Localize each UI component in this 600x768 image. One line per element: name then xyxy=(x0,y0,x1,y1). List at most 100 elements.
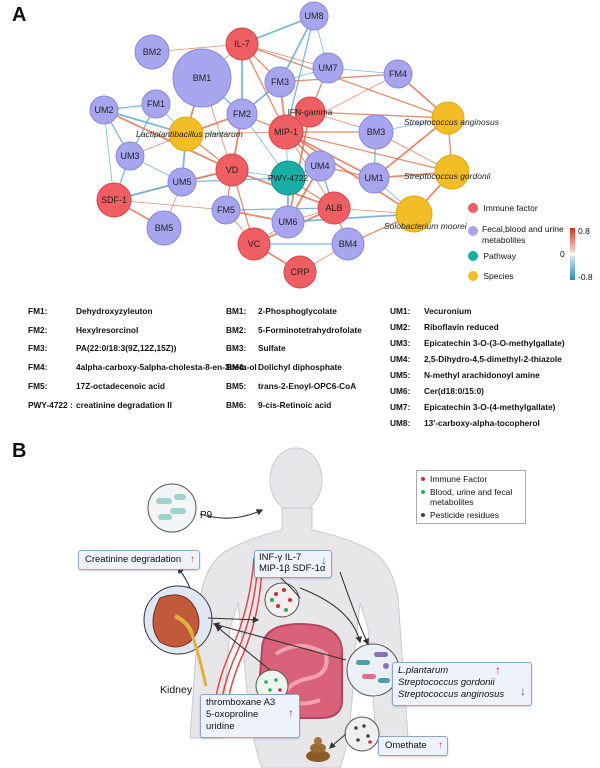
node-UM2: UM2 xyxy=(89,95,119,125)
node-label: BM1 xyxy=(193,73,212,83)
panel-b-letter: B xyxy=(12,440,27,462)
node-circle xyxy=(225,27,259,61)
abbreviation-key: BM3: xyxy=(226,343,247,354)
metabolite-item: thromboxane A3 xyxy=(206,697,276,708)
node-circle xyxy=(383,59,413,89)
abbreviation-value: Epicatechin 3-O-(3-O-methylgallate) xyxy=(424,338,565,348)
node-circle xyxy=(264,66,296,98)
abbreviation-row: FM5:17Z-octadecenoic acid xyxy=(28,381,165,391)
node-ALB: ALB xyxy=(317,191,351,225)
node-BM4: BM4 xyxy=(331,227,365,261)
node-circle xyxy=(168,116,204,152)
abbreviation-key: FM3: xyxy=(28,343,48,354)
abbreviation-row: BM1:2-Phosphoglycolate xyxy=(226,306,337,316)
abbreviation-value: creatinine degradation II xyxy=(76,399,172,410)
abbreviation-value: Riboflavin reduced xyxy=(424,322,499,332)
node-FM4: FM4 xyxy=(383,59,413,89)
abbreviation-value: PA(22:0/18:3(9Z,12Z,15Z)) xyxy=(76,343,177,354)
body-legend-pesticide: Pesticide residues xyxy=(421,510,521,520)
node-circle xyxy=(304,150,336,182)
node-label: FM5 xyxy=(217,205,235,215)
abbreviation-key: UM6: xyxy=(390,386,411,396)
node-circle xyxy=(115,141,145,171)
node-circle xyxy=(271,205,305,239)
legend-label-species: Species xyxy=(483,270,514,281)
node-BM2: BM2 xyxy=(134,34,170,70)
node-circle xyxy=(134,34,170,70)
abbreviation-key: UM7: xyxy=(390,402,411,412)
node-BM5: BM5 xyxy=(146,210,182,246)
down-arrow-icon: ↓ xyxy=(321,553,327,567)
node-circle xyxy=(268,114,304,150)
node-VD: VD xyxy=(215,153,249,187)
body-legend-label-immune: Immune Factor xyxy=(430,474,488,484)
node-circle xyxy=(226,98,258,130)
body-illustration xyxy=(143,447,409,768)
abbreviation-key: UM8: xyxy=(390,418,411,428)
node-circle xyxy=(89,95,119,125)
node-circle xyxy=(172,48,232,108)
node-IL-7: IL-7 xyxy=(225,27,259,61)
node-circle xyxy=(283,255,317,289)
legend-swatch-immune xyxy=(468,202,478,213)
node-label: BM4 xyxy=(339,239,358,249)
node-circle xyxy=(141,89,171,119)
node-label: IL-7 xyxy=(234,39,250,49)
up-arrow-icon: ↑ xyxy=(288,706,294,720)
abbreviation-value: N-methyl arachidonoyl amine xyxy=(424,370,540,380)
abbreviation-row: UM8:13'-carboxy-alpha-tocopherol xyxy=(390,418,540,428)
colorbar-min-label: -0.8 xyxy=(578,272,593,282)
node-UM8: UM8 xyxy=(299,1,329,31)
body-legend-dot-immune xyxy=(421,477,425,481)
creatinine-degradation-box: Creatinine degradation ↑ xyxy=(78,550,200,570)
node-label: UM7 xyxy=(318,63,337,73)
node-circle xyxy=(211,195,241,225)
down-arrow-icon: ↓ xyxy=(520,684,526,698)
abbreviation-row: BM4:Dolichyl diphosphate xyxy=(226,362,342,372)
node-label: IFN-gamma xyxy=(288,107,333,117)
legend-item-metabolites: Fecal,blood and urine metabolites xyxy=(468,224,566,246)
pesticide-residue-circle xyxy=(344,716,380,752)
legend-swatch-metabolites xyxy=(468,226,478,236)
body-legend: Immune Factor Blood, urine and fecal met… xyxy=(416,470,526,524)
node-S.moorei xyxy=(395,195,433,233)
abbreviation-key: FM4: xyxy=(28,362,48,373)
node-label: SDF-1 xyxy=(101,195,127,205)
abbreviation-key: UM2: xyxy=(390,322,411,332)
up-arrow-icon: ↑ xyxy=(190,554,195,565)
node-label: MIP-1 xyxy=(274,127,298,137)
immune-factor-box: INF-γ IL-7 MIP-1β SDF-1α ↓ xyxy=(254,550,332,578)
metabolite-item: uridine xyxy=(206,721,235,732)
node-label: UM6 xyxy=(278,217,297,227)
species-item: Streptococcus anginosus xyxy=(398,689,505,700)
abbreviation-key: UM5: xyxy=(390,370,411,380)
kidney-icon xyxy=(143,585,213,687)
body-legend-dot-metabolites xyxy=(421,490,425,494)
species-label: Lactiplantibacillus plantarum xyxy=(136,129,243,139)
p9-label: P9 xyxy=(200,510,213,521)
feces-icon xyxy=(306,737,330,762)
blood-vessels xyxy=(213,557,263,713)
abbreviation-key: BM1: xyxy=(226,306,247,316)
abbreviation-value: Dehydroxyzyleuton xyxy=(76,306,153,316)
node-S.anginosus xyxy=(431,101,465,135)
species-label: Streptococcus gordonii xyxy=(404,171,492,181)
legend-label-metabolites: Fecal,blood and urine metabolites xyxy=(482,224,564,245)
legend-label-immune: Immune factor xyxy=(483,202,538,213)
node-circle xyxy=(358,114,394,150)
abbreviation-row: UM7:Epicatechin 3-O-(4-methylgallate) xyxy=(390,402,555,412)
abbreviation-row: UM5: N-methyl arachidonoyl amine xyxy=(390,370,540,380)
abbreviation-value: 5-Forminotetrahydrofolate xyxy=(258,324,362,335)
node-UM7: UM7 xyxy=(312,52,344,84)
omethate-label: Omethate xyxy=(385,740,427,751)
node-circle xyxy=(434,154,470,190)
body-legend-label-pesticide: Pesticide residues xyxy=(430,510,499,520)
node-label: BM3 xyxy=(367,127,386,137)
node-UM1: UM1 xyxy=(358,162,390,194)
node-circle xyxy=(237,227,271,261)
node-label: UM2 xyxy=(94,105,113,115)
abbreviation-key: BM2: xyxy=(226,324,247,335)
node-BM1: BM1 xyxy=(172,48,232,108)
up-arrow-icon: ↑ xyxy=(438,740,443,751)
